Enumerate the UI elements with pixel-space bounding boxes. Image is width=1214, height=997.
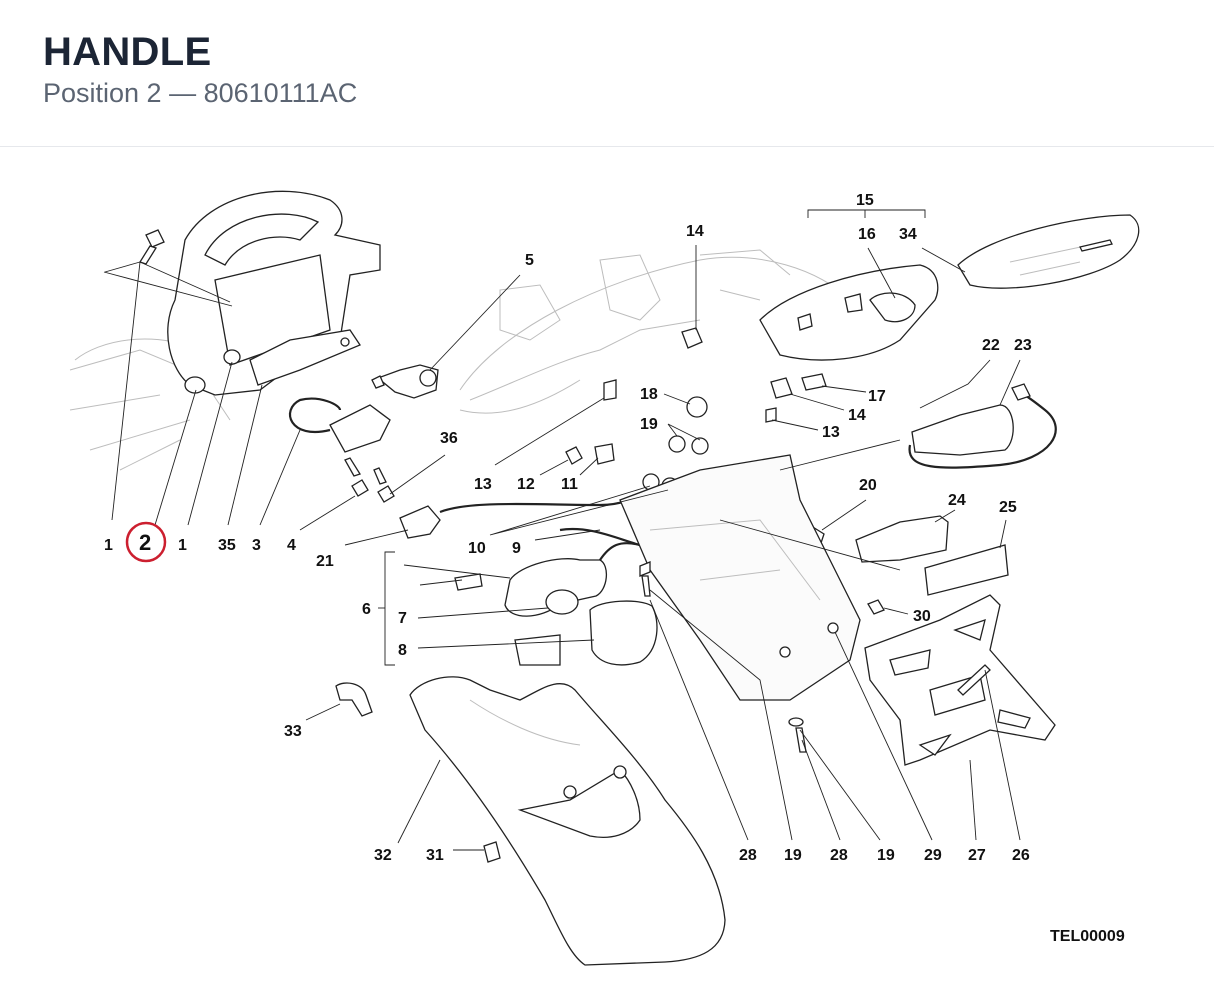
callout-14-top: 14 xyxy=(686,223,704,240)
callout-28-left: 28 xyxy=(739,847,757,864)
tail-lens xyxy=(957,214,1140,289)
callout-9: 9 xyxy=(512,540,521,557)
license-plate-bracket xyxy=(864,594,1056,766)
switch-harness xyxy=(289,397,391,453)
callout-2-highlighted[interactable]: 2 xyxy=(139,530,151,555)
callout-4: 4 xyxy=(287,537,296,554)
grommet-31 xyxy=(483,841,501,863)
callout-16: 16 xyxy=(858,226,876,243)
callout-26: 26 xyxy=(1012,847,1030,864)
callout-12: 12 xyxy=(517,476,535,493)
callout-19-right: 19 xyxy=(877,847,895,864)
page-subtitle: Position 2 — 80610111AC xyxy=(43,78,358,108)
page-header: HANDLE Position 2 — 80610111AC xyxy=(0,0,1214,147)
callout-32: 32 xyxy=(374,847,392,864)
callout-1-left: 1 xyxy=(104,537,113,554)
callout-36: 36 xyxy=(440,430,458,447)
callout-19-top: 19 xyxy=(640,416,658,433)
callout-6: 6 xyxy=(362,601,371,618)
callout-3: 3 xyxy=(252,537,261,554)
callout-labels: 1 2 1 35 3 4 21 5 36 13 12 11 10 9 14 18… xyxy=(104,192,1125,945)
callout-33: 33 xyxy=(284,723,302,740)
callout-1-right: 1 xyxy=(178,537,187,554)
callout-13-right: 13 xyxy=(822,424,840,441)
callout-25: 25 xyxy=(999,499,1017,516)
callout-29: 29 xyxy=(924,847,942,864)
rear-mudguard xyxy=(409,634,726,966)
callout-15: 15 xyxy=(856,192,874,209)
screw-part-1 xyxy=(139,229,165,265)
callout-7: 7 xyxy=(398,610,407,627)
callout-5: 5 xyxy=(525,252,534,269)
callout-23: 23 xyxy=(1014,337,1032,354)
small-bushings xyxy=(565,379,617,465)
nut-30 xyxy=(867,599,885,615)
callout-19-left: 19 xyxy=(784,847,802,864)
callout-34: 34 xyxy=(899,226,917,243)
leader-lines xyxy=(103,209,1021,851)
callout-17: 17 xyxy=(868,388,886,405)
turn-signal-left xyxy=(454,542,658,666)
callout-21: 21 xyxy=(316,553,334,570)
callout-20: 20 xyxy=(859,477,877,494)
page-title: HANDLE xyxy=(43,30,212,74)
callout-27: 27 xyxy=(968,847,986,864)
callout-11: 11 xyxy=(561,476,578,493)
key-lock xyxy=(371,364,439,399)
plate-support xyxy=(619,454,861,701)
callout-30: 30 xyxy=(913,608,931,625)
callout-10: 10 xyxy=(468,540,486,557)
callout-8: 8 xyxy=(398,642,407,659)
mounting-bracket xyxy=(249,329,361,386)
cable-clamp xyxy=(335,682,373,717)
drawing-reference: TEL00009 xyxy=(1050,928,1125,945)
callout-35: 35 xyxy=(218,537,236,554)
highlight-ring xyxy=(125,521,167,563)
callout-22: 22 xyxy=(982,337,1000,354)
screws-4-36 xyxy=(344,457,395,503)
callout-13-left: 13 xyxy=(474,476,492,493)
tail-light-assembly xyxy=(759,264,939,391)
callout-28-right: 28 xyxy=(830,847,848,864)
callout-14-right: 14 xyxy=(848,407,866,424)
callout-24: 24 xyxy=(948,492,966,509)
callout-18: 18 xyxy=(640,386,658,403)
frame-background xyxy=(69,249,851,471)
screws-28 xyxy=(639,561,807,753)
callout-31: 31 xyxy=(426,847,444,864)
turn-signal-right xyxy=(908,383,1057,469)
